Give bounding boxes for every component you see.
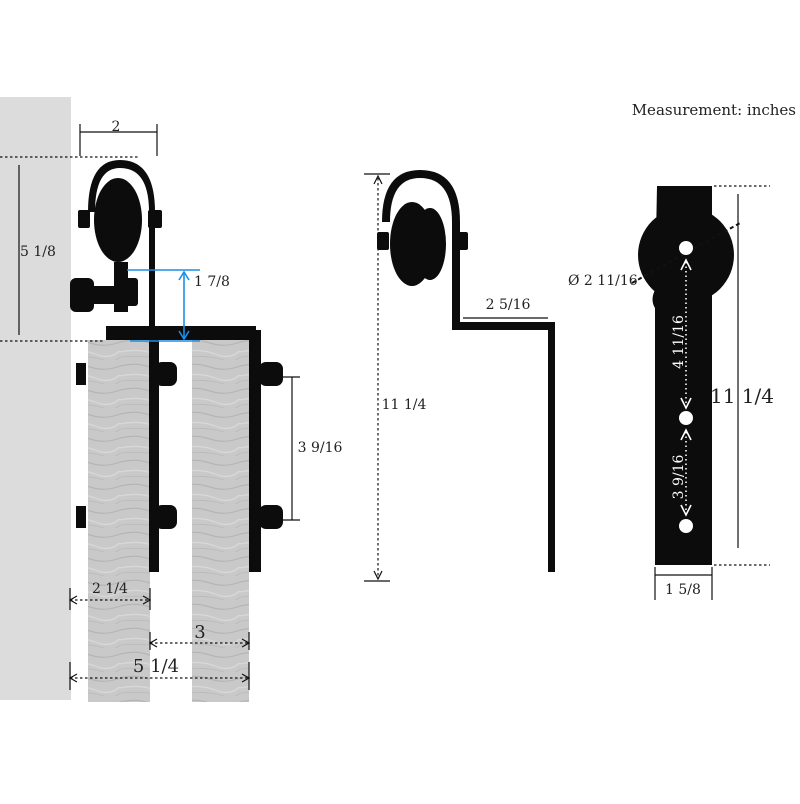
hanger-hardware-side bbox=[377, 170, 555, 572]
strap-plate bbox=[652, 186, 712, 565]
side-wheel-flange-icon bbox=[414, 208, 446, 280]
dim-total-depth: 5 1/4 bbox=[133, 656, 179, 677]
wall bbox=[0, 97, 71, 700]
installed-view: 2 5 1/8 1 7/8 3 9/16 2 1/4 bbox=[0, 97, 342, 702]
dim-door-thickness: 2 1/4 bbox=[92, 581, 128, 597]
dim-strap-width: 1 5/8 bbox=[665, 582, 701, 598]
dim-top-width: 2 bbox=[112, 119, 121, 135]
measurement-note: Measurement: inches bbox=[631, 101, 796, 119]
hole-middle bbox=[679, 411, 693, 425]
dim-bolt-spacing: 3 9/16 bbox=[298, 440, 343, 456]
dim-side-length: 11 1/4 bbox=[382, 397, 427, 413]
side-profile-view: 11 1/4 2 5/16 bbox=[364, 170, 555, 582]
dim-upper-hole-spacing: 4 11/16 bbox=[671, 315, 687, 369]
door-right bbox=[192, 340, 249, 702]
dim-wheel-diameter: Ø 2 11/16 bbox=[568, 273, 638, 289]
hole-bottom bbox=[679, 519, 693, 533]
dim-door-gap: 3 bbox=[194, 622, 205, 643]
front-strap-view: Ø 2 11/16 4 11/16 3 9/16 11 1/4 1 5/8 bbox=[568, 185, 774, 600]
wheel-icon bbox=[94, 178, 142, 262]
dim-strap-length: 11 1/4 bbox=[710, 384, 774, 408]
dim-clearance: 1 7/8 bbox=[194, 274, 230, 290]
dim-side-offset: 2 5/16 bbox=[486, 297, 531, 313]
hole-top bbox=[679, 241, 693, 255]
door-left bbox=[88, 340, 150, 702]
dim-left-height: 5 1/8 bbox=[20, 244, 56, 260]
dim-lower-hole-spacing: 3 9/16 bbox=[671, 455, 687, 500]
